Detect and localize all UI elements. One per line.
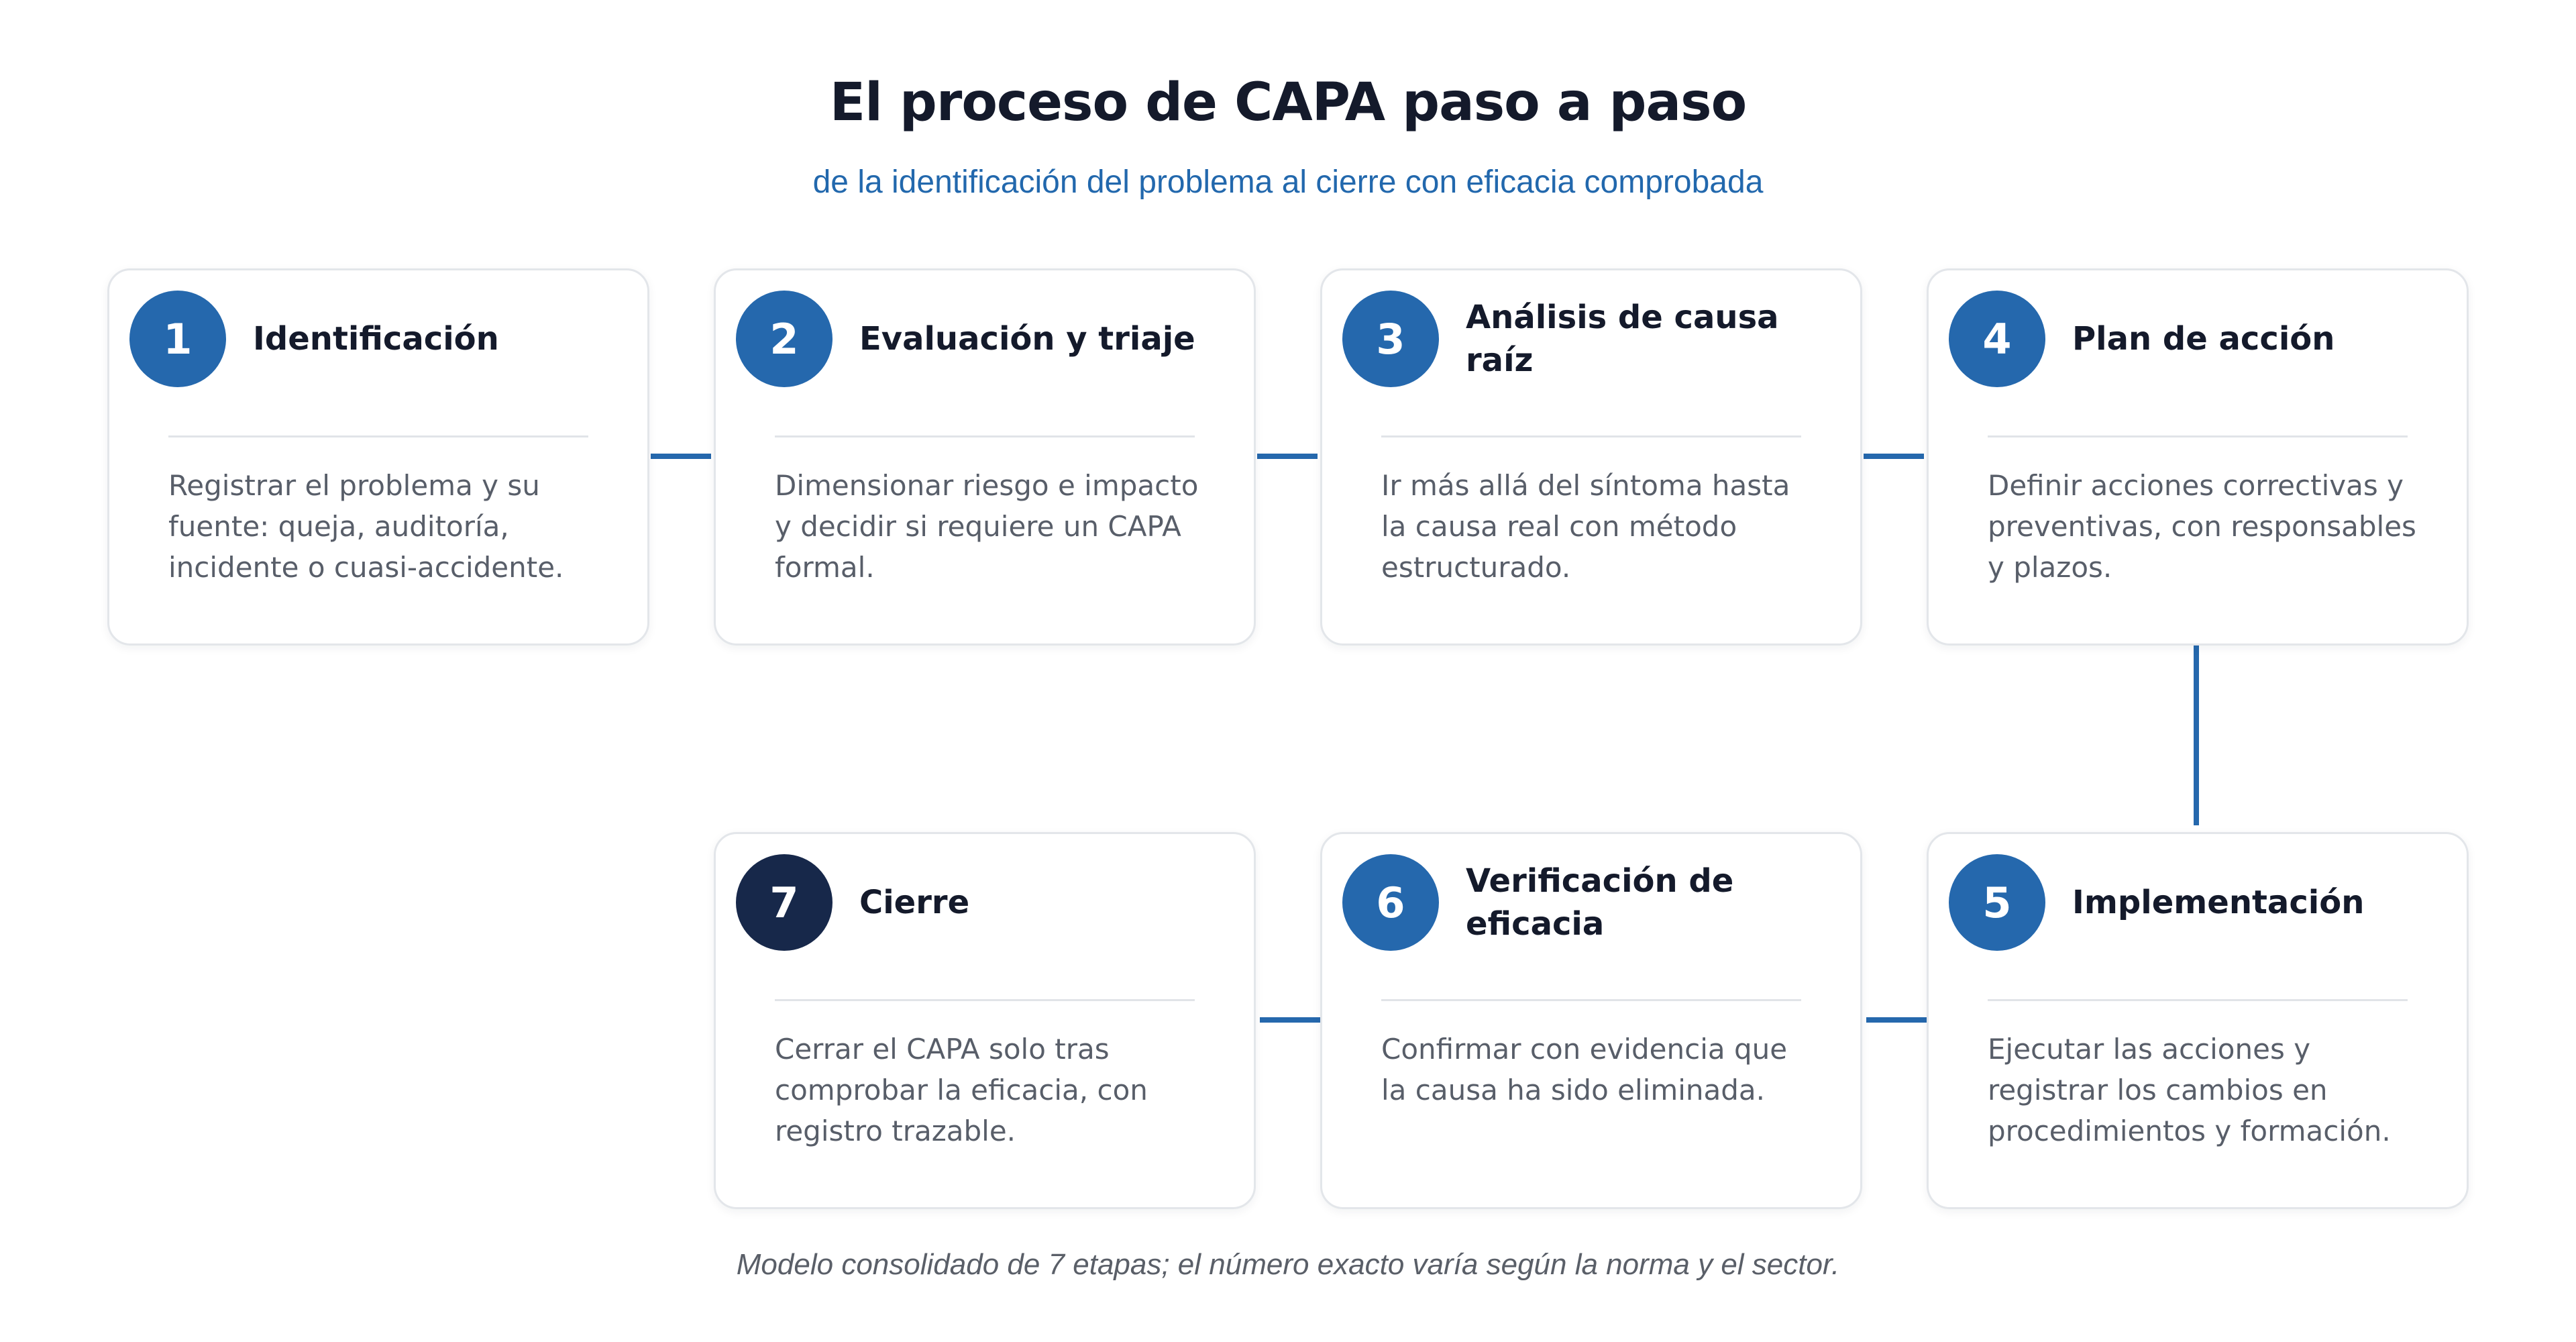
step-card-7: 7 Cierre Cerrar el CAPA solo tras compro… — [714, 832, 1256, 1209]
step-description: Ejecutar las acciones y registrar los ca… — [1988, 1033, 2391, 1147]
step-title: Análisis de causa raíz — [1466, 299, 1779, 379]
connector-2-3 — [1257, 454, 1318, 459]
footnote: Modelo consolidado de 7 etapas; el númer… — [736, 1248, 1840, 1281]
page-title: El proceso de CAPA paso a paso — [829, 72, 1747, 133]
step-divider — [1381, 999, 1801, 1001]
step-divider — [168, 435, 588, 437]
step-title: Cierre — [859, 883, 970, 921]
step-divider — [775, 435, 1195, 437]
step-description: Cerrar el CAPA solo tras comprobar la ef… — [775, 1033, 1148, 1147]
connector-4-5 — [2194, 646, 2199, 825]
step-number-badge: 5 — [1949, 854, 2045, 951]
connector-6-7 — [1260, 1017, 1320, 1023]
step-title: Implementación — [2072, 883, 2365, 921]
step-number-badge: 4 — [1949, 291, 2045, 387]
connector-5-6 — [1866, 1017, 1927, 1023]
step-title: Evaluación y triaje — [859, 319, 1195, 358]
step-description: Registrar el problema y su fuente: queja… — [168, 469, 564, 584]
step-card-4: 4 Plan de acción Definir acciones correc… — [1927, 268, 2469, 646]
step-divider — [1381, 435, 1801, 437]
step-number-badge: 6 — [1342, 854, 1439, 951]
step-divider — [775, 999, 1195, 1001]
step-number-badge: 2 — [736, 291, 833, 387]
step-description: Dimensionar riesgo e impacto y decidir s… — [775, 469, 1199, 584]
step-card-3: 3 Análisis de causa raíz Ir más allá del… — [1320, 268, 1862, 646]
step-description: Confirmar con evidencia que la causa ha … — [1381, 1033, 1788, 1106]
page-subtitle: de la identificación del problema al cie… — [812, 164, 1764, 200]
step-number-badge: 7 — [736, 854, 833, 951]
step-divider — [1988, 435, 2408, 437]
step-card-2: 2 Evaluación y triaje Dimensionar riesgo… — [714, 268, 1256, 646]
step-title: Identificación — [253, 319, 499, 358]
step-divider — [1988, 999, 2408, 1001]
step-card-6: 6 Verificación de eficacia Confirmar con… — [1320, 832, 1862, 1209]
connector-1-2 — [651, 454, 711, 459]
step-description: Ir más allá del síntoma hasta la causa r… — [1381, 469, 1790, 584]
step-card-5: 5 Implementación Ejecutar las acciones y… — [1927, 832, 2469, 1209]
step-title: Verificación de eficacia — [1466, 862, 1734, 943]
step-number-badge: 1 — [129, 291, 226, 387]
step-description: Definir acciones correctivas y preventiv… — [1988, 469, 2416, 584]
connector-3-4 — [1864, 454, 1924, 459]
step-title: Plan de acción — [2072, 319, 2335, 358]
step-card-1: 1 Identificación Registrar el problema y… — [107, 268, 649, 646]
step-number-badge: 3 — [1342, 291, 1439, 387]
